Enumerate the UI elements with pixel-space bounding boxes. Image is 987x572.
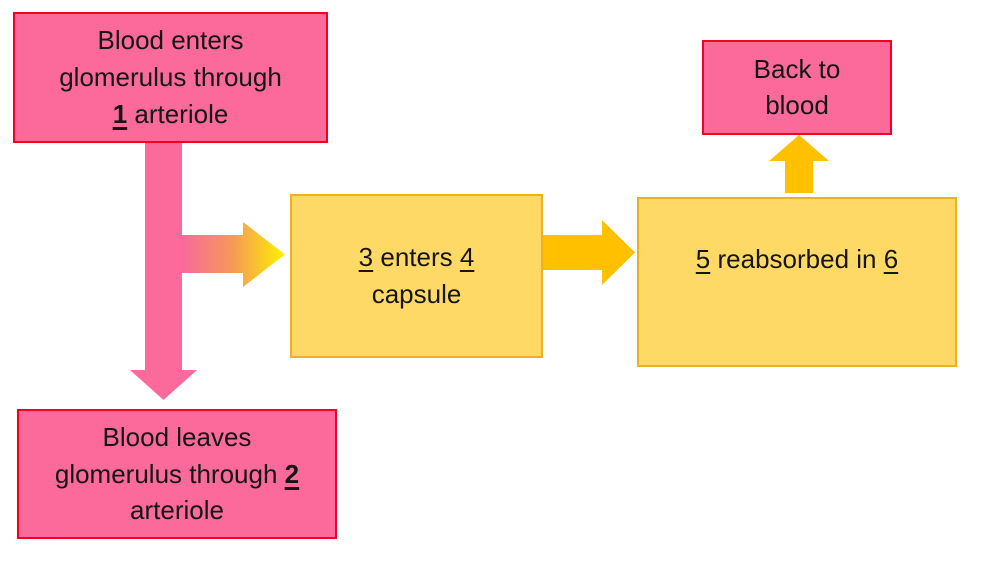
text-segment: arteriole	[130, 495, 224, 526]
text-segment: glomerulus through	[54, 458, 285, 489]
box-text-line: arteriole	[130, 492, 224, 529]
text-segment: blood	[765, 89, 829, 120]
box-text-line: glomerulus through 2	[55, 456, 299, 493]
box-text-line: Back to	[754, 52, 841, 87]
text-segment: Back to	[753, 54, 841, 85]
box-blood-enters: Blood enters glomerulus through 1 arteri…	[13, 12, 328, 143]
box-text-line: 1 arteriole	[113, 96, 229, 133]
down-arrow	[130, 142, 197, 400]
box-text-line: Blood leaves	[103, 419, 252, 456]
blank-number-4: 4	[459, 242, 475, 273]
box-text-line: 5 reabsorbed in 6	[696, 241, 898, 278]
box-text-line: 3 enters 4	[359, 239, 475, 276]
text-segment: enters	[373, 242, 460, 273]
gradient-right-arrow	[182, 222, 285, 287]
blank-number-3: 3	[358, 242, 374, 273]
text-segment: Blood enters	[97, 25, 244, 56]
box-text-line: glomerulus through	[59, 59, 282, 96]
box-blood-leaves: Blood leaves glomerulus through 2 arteri…	[17, 409, 337, 539]
blank-number-1: 1	[112, 98, 128, 129]
box-enters-capsule: 3 enters 4 capsule	[290, 194, 543, 358]
text-segment: capsule	[371, 279, 462, 309]
box-text-line: Blood enters	[98, 22, 244, 59]
text-segment: glomerulus through	[59, 62, 282, 93]
box-back-to-blood: Back to blood	[702, 40, 892, 135]
blank-number-6: 6	[883, 244, 899, 274]
right-arrow	[543, 220, 635, 285]
box-text-line: capsule	[372, 276, 462, 313]
box-text-line: blood	[765, 88, 829, 123]
up-arrow	[769, 135, 829, 193]
blank-number-5: 5	[695, 244, 711, 274]
box-reabsorbed: 5 reabsorbed in 6	[637, 197, 957, 367]
text-segment: reabsorbed in	[710, 244, 884, 274]
blank-number-2: 2	[284, 458, 300, 489]
text-segment: arteriole	[127, 98, 229, 129]
text-segment: Blood leaves	[102, 421, 252, 452]
